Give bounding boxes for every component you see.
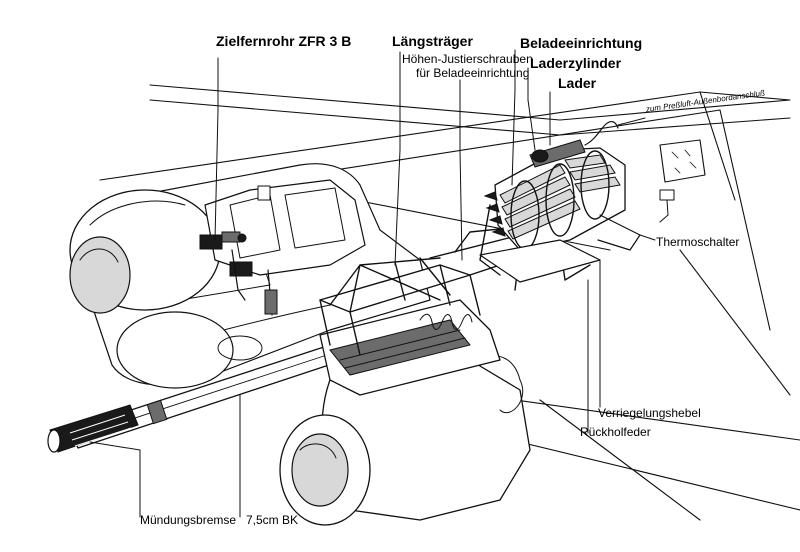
label-verriegelungshebel: Verriegelungshebel	[598, 406, 701, 420]
label-laderzylinder: Laderzylinder	[530, 55, 622, 71]
lower-engine-nacelle	[279, 355, 531, 526]
label-laengstraeger: Längsträger	[392, 33, 473, 49]
label-hoehen-justierschrauben-line1: Höhen-Justierschrauben	[402, 52, 533, 66]
label-rueckholfeder: Rückholfeder	[580, 425, 651, 439]
label-hoehen-justierschrauben-line2: für Beladeeinrichtung	[416, 66, 530, 80]
thermo-switch	[659, 189, 675, 223]
recoil-spring	[419, 313, 473, 330]
ammunition-rounds	[499, 154, 621, 240]
label-thermoschalter: Thermoschalter	[656, 235, 740, 249]
cannon-barrel-7-5cm-bk	[47, 299, 501, 453]
upper-engine-nacelle	[69, 189, 221, 314]
leader-lines	[89, 49, 656, 518]
label-zielfernrohr: Zielfernrohr ZFR 3 B	[216, 33, 352, 49]
label-lader: Lader	[558, 75, 597, 91]
muzzle-brake	[47, 404, 139, 453]
label-beladeeinrichtung: Beladeeinrichtung	[520, 35, 643, 51]
label-muendungsbremse: Mündungsbremse	[140, 513, 237, 527]
label-kanone-7-5cm-bk: 7,5cm BK	[246, 513, 299, 527]
access-panel	[659, 139, 706, 183]
gunsight-zfr3b	[199, 231, 278, 316]
lower-fuselage	[116, 311, 263, 389]
loading-device	[479, 121, 641, 291]
loader-cylinder	[529, 139, 586, 168]
